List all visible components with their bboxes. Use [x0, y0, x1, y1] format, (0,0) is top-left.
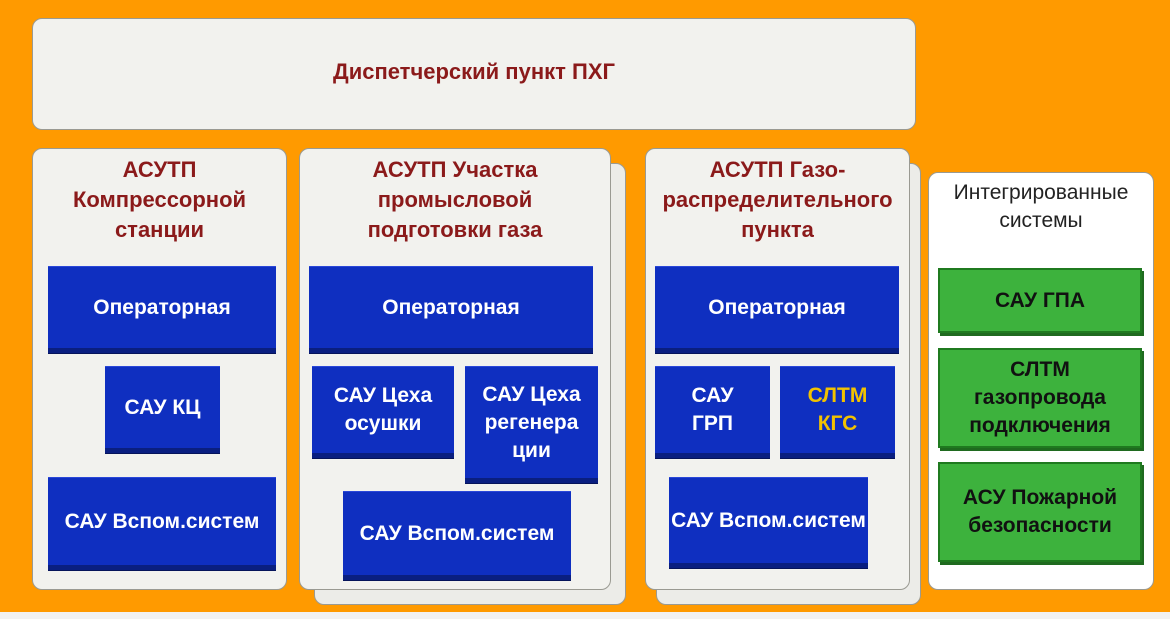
- integrated-sau-gpa-box: САУ ГПА: [938, 268, 1142, 333]
- grp-aux-box: САУ Вспом.систем: [669, 477, 868, 563]
- dispatch-panel: Диспетчерский пункт ПХГ: [32, 18, 916, 130]
- upg-title: АСУТП Участка промысловой подготовки газ…: [367, 157, 543, 242]
- grp-sau-grp-box: САУ ГРП: [655, 366, 770, 453]
- upg-drying-box: САУ Цеха осушки: [312, 366, 454, 453]
- grp-sltm-kgs-box: СЛТМ КГС: [780, 366, 895, 453]
- integrated-title: Интегрированные системы: [953, 181, 1129, 232]
- dispatch-title: Диспетчерский пункт ПХГ: [333, 59, 615, 84]
- ks-title: АСУТП Компрессорной станции: [72, 157, 247, 242]
- integrated-fire-safety-box: АСУ Пожарной безопасности: [938, 462, 1142, 562]
- upg-aux-box: САУ Вспом.систем: [343, 491, 571, 575]
- upg-regen-box: САУ Цеха регенера ции: [465, 366, 598, 478]
- integrated-sltm-box: СЛТМ газопровода подключения: [938, 348, 1142, 448]
- ks-operator-box: Операторная: [48, 266, 276, 348]
- ks-aux-box: САУ Вспом.систем: [48, 477, 276, 565]
- ks-sau-kc-box: САУ КЦ: [105, 366, 220, 448]
- bottom-strip: [0, 612, 1170, 619]
- grp-title: АСУТП Газо-распределительного пункта: [662, 157, 893, 242]
- grp-operator-box: Операторная: [655, 266, 899, 348]
- upg-operator-box: Операторная: [309, 266, 593, 348]
